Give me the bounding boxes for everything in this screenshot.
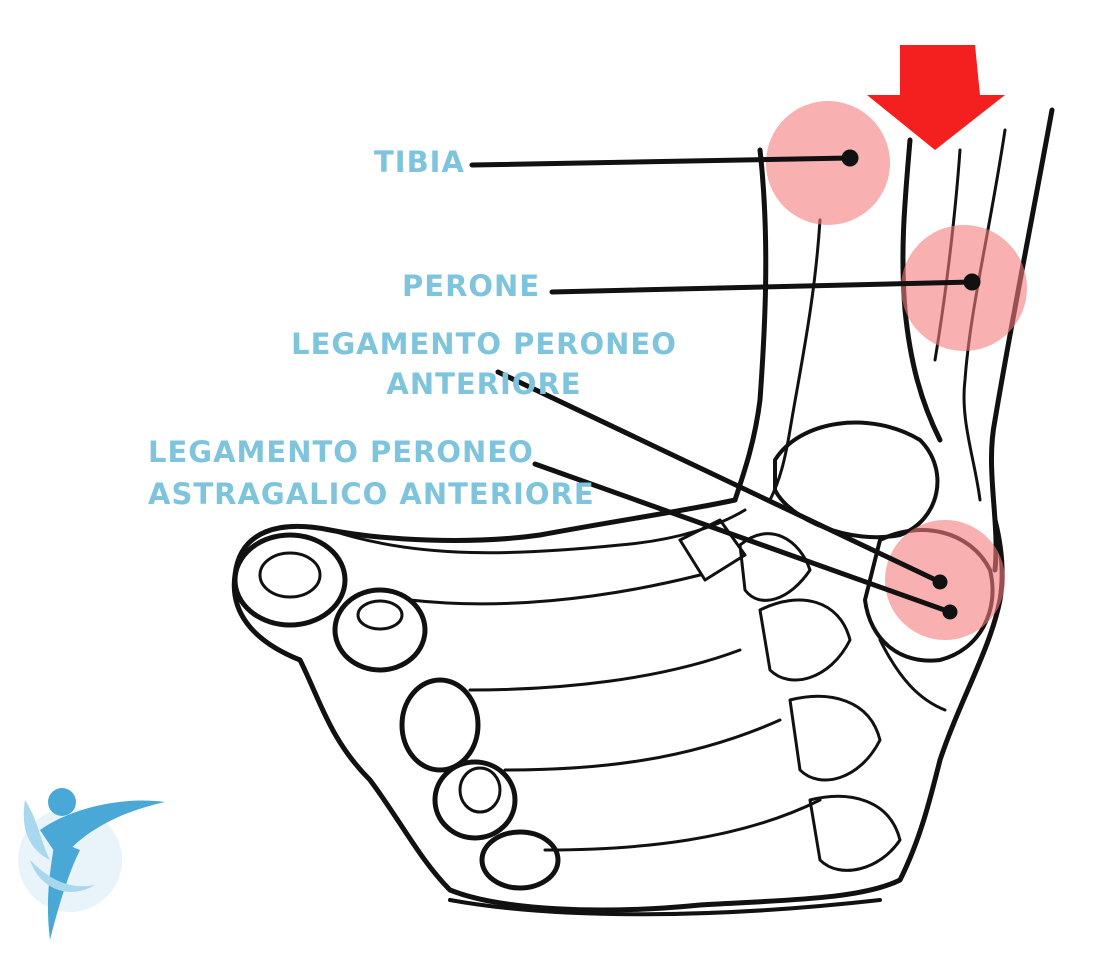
label-legamento-peroneo: LEGAMENTO PERONEO ANTERIORE [289, 330, 679, 399]
tarsal-block-4 [788, 694, 882, 782]
toe-4 [432, 759, 518, 841]
talus [773, 420, 940, 540]
leg-outer [989, 107, 1055, 573]
leader-line-tibia [469, 155, 853, 168]
metatarsal-5 [543, 798, 822, 852]
tibia-inner [768, 218, 822, 502]
label-legamento-astragalico: LEGAMENTO PERONEO ASTRAGALICO ANTERIORE [148, 435, 595, 511]
toe-2-nail [356, 599, 404, 631]
pain-circle-icon [901, 225, 1027, 351]
metatarsal-2 [408, 573, 702, 606]
label-legamento-astragalico-line1: LEGAMENTO PERONEO [148, 435, 534, 469]
leader-dot-legamento-astragalico [942, 604, 958, 620]
foot-outline [231, 497, 1005, 913]
pain-circle-icon [766, 101, 890, 225]
leader-dot-tibia [841, 149, 859, 167]
leader-dot-legamento-peroneo [932, 574, 948, 590]
tarsal-block-3 [758, 598, 852, 682]
toe-2 [332, 587, 428, 673]
big-toe-nail [258, 551, 322, 599]
leg-rear [962, 128, 1007, 502]
label-legamento-peroneo-line2: ANTERIORE [386, 367, 582, 401]
label-perone: PERONE [402, 269, 541, 303]
tibia-outline [732, 147, 769, 503]
down-arrow-icon [867, 45, 1005, 150]
joint-line [878, 638, 947, 712]
metatarsal-3 [468, 648, 742, 692]
leader-line-perone [549, 279, 975, 295]
toe-3 [399, 677, 481, 773]
label-tibia: TIBIA [374, 145, 465, 179]
big-toe [232, 532, 348, 628]
leader-line-legamento-peroneo [495, 369, 943, 585]
leader-dot-perone [963, 273, 981, 291]
label-legamento-astragalico-line2: ASTRAGALICO ANTERIORE [148, 477, 595, 511]
toe-5 [479, 829, 561, 891]
tarsal-block-2 [738, 532, 812, 602]
label-legamento-peroneo-line1: LEGAMENTO PERONEO [291, 327, 677, 361]
leader-line-legamento-astragalico [532, 461, 953, 615]
tarsal-block-5 [808, 794, 902, 872]
metatarsal-4 [503, 718, 782, 772]
foot-sole [448, 898, 882, 917]
toe-4-nail [458, 766, 502, 814]
physio-figure-logo [18, 788, 165, 940]
